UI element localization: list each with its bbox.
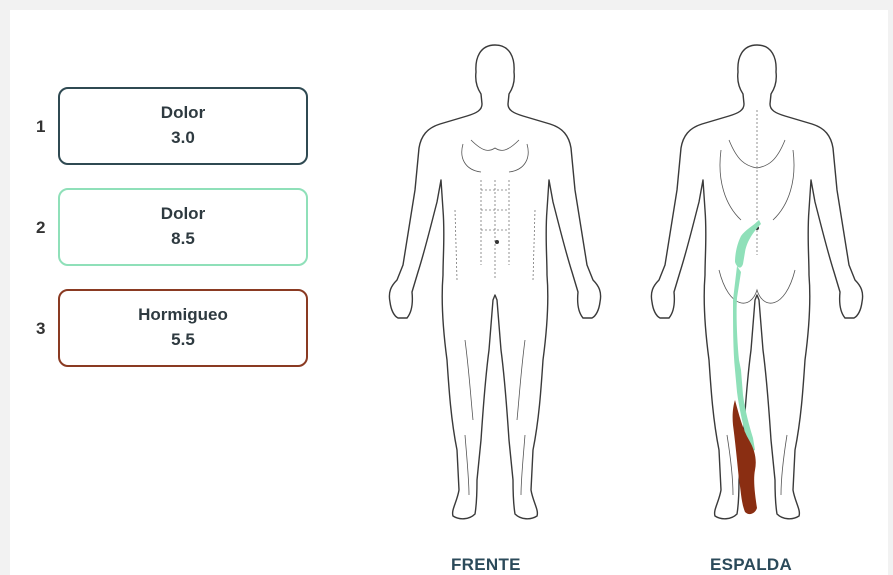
back-body-figure[interactable] xyxy=(645,40,870,530)
entry-card-3[interactable]: Hormigueo 5.5 xyxy=(58,289,308,367)
body-map-panel: 1 Dolor 3.0 2 Dolor 8.5 3 Hormigueo 5.5 xyxy=(10,10,888,575)
entry-row: 3 Hormigueo 5.5 xyxy=(10,289,340,373)
entry-value: 8.5 xyxy=(171,226,195,252)
front-figure-label: FRENTE xyxy=(451,555,521,575)
entry-card-2[interactable]: Dolor 8.5 xyxy=(58,188,308,266)
entry-value: 3.0 xyxy=(171,125,195,151)
front-body-figure[interactable] xyxy=(385,40,605,530)
entry-number: 3 xyxy=(36,319,56,339)
entry-label: Hormigueo xyxy=(138,303,228,327)
entry-label: Dolor xyxy=(161,101,205,125)
entry-label: Dolor xyxy=(161,202,205,226)
entry-row: 1 Dolor 3.0 xyxy=(10,87,340,171)
entry-card-1[interactable]: Dolor 3.0 xyxy=(58,87,308,165)
back-figure-label: ESPALDA xyxy=(710,555,792,575)
entry-row: 2 Dolor 8.5 xyxy=(10,188,340,272)
entry-number: 1 xyxy=(36,117,56,137)
entry-number: 2 xyxy=(36,218,56,238)
entry-value: 5.5 xyxy=(171,327,195,353)
